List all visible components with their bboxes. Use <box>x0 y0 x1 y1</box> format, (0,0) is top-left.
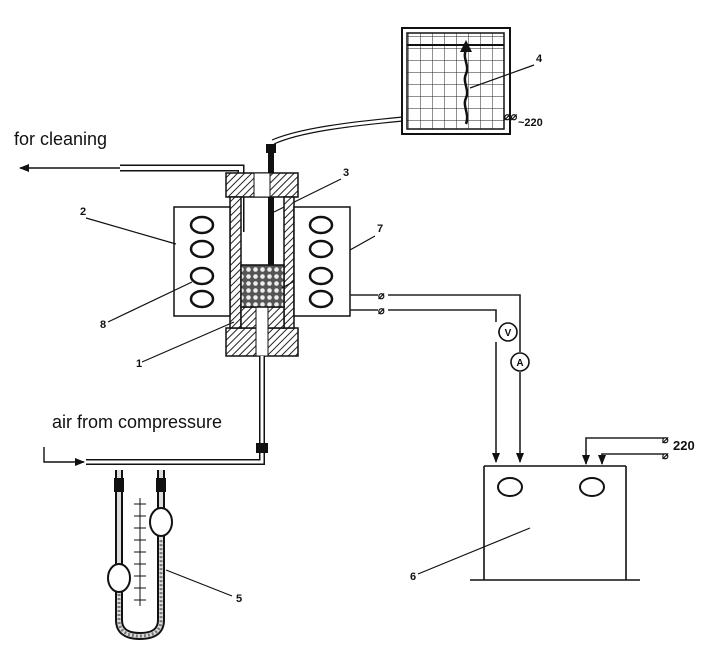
recorder-supply-label: ~220 <box>518 117 543 129</box>
ammeter <box>510 352 530 372</box>
dial-right <box>579 477 605 497</box>
power-supply-220-label: 220 <box>673 438 695 453</box>
power-supply-unit <box>470 465 640 581</box>
heater-left <box>173 206 231 317</box>
recorder-cable <box>271 116 404 141</box>
dial-left <box>497 477 523 497</box>
terminal-symbol: ⌀ <box>378 305 385 317</box>
terminal-symbol: ⌀⌀ <box>504 111 518 123</box>
recorder-trace <box>463 49 469 125</box>
label-1: 1 <box>136 358 142 370</box>
voltmeter-label: V <box>505 328 512 339</box>
label-3: 3 <box>343 167 349 179</box>
terminal-symbol: ⌀ <box>378 290 385 302</box>
terminal-symbol: ⌀ <box>662 450 669 462</box>
label-8: 8 <box>100 319 106 331</box>
label-6: 6 <box>410 571 416 583</box>
u-tube-manometer <box>107 470 173 641</box>
reactor <box>225 172 299 357</box>
label-2: 2 <box>80 206 86 218</box>
ammeter-label: A <box>516 358 523 369</box>
terminal-symbol: ⌀ <box>662 434 669 446</box>
thermocouple-rod <box>268 153 274 265</box>
for-cleaning-label: for cleaning <box>14 129 107 149</box>
catalyst-bed <box>240 264 285 308</box>
air-from-compressure-label: air from compressure <box>52 412 222 432</box>
chart-recorder <box>401 27 511 135</box>
label-5: 5 <box>236 593 242 605</box>
label-7: 7 <box>377 223 383 235</box>
heater-right <box>293 206 351 317</box>
label-4: 4 <box>536 53 543 65</box>
